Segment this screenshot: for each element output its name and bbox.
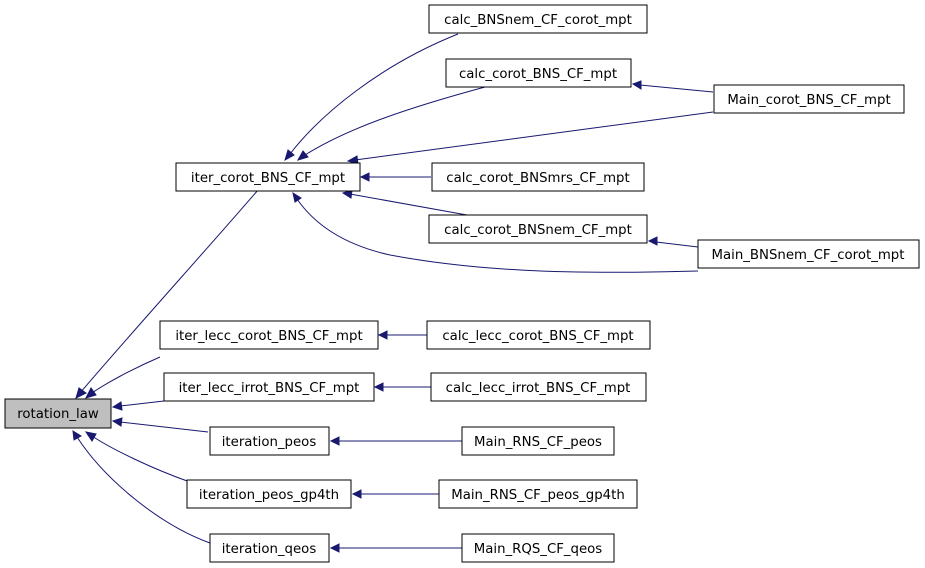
edge-main-corot-bns-to-iter-corot [346, 111, 714, 165]
node-iter-lecc-corot-bns-cf-mpt[interactable]: iter_lecc_corot_BNS_CF_mpt [159, 320, 379, 350]
edge-iter-lecc-irrot-to-rotation-law [111, 400, 165, 411]
edge-calc-corot-bnsnem-to-iter-corot [341, 189, 468, 216]
node-calc-bnsnem-cf-corot-mpt[interactable]: calc_BNSnem_CF_corot_mpt [428, 4, 648, 34]
edge-main-bnsnem-cf-corot-to-iter-corot [292, 191, 699, 273]
node-iter-corot-bns-cf-mpt[interactable]: iter_corot_BNS_CF_mpt [175, 162, 361, 192]
node-label: iteration_peos_gp4th [199, 488, 339, 503]
edge-iteration-peos-gp4th-to-rotation-law [84, 431, 191, 483]
node-label: Main_RQS_CF_qeos [474, 542, 603, 557]
node-label: Main_corot_BNS_CF_mpt [727, 93, 890, 108]
node-label: Main_RNS_CF_peos [474, 435, 602, 450]
node-main-rqs-cf-qeos[interactable]: Main_RQS_CF_qeos [461, 533, 615, 563]
edge-main-rns-cf-peos-gp4th-to-iteration-peos-gp4th [351, 489, 439, 499]
edge-main-corot-bns-to-calc-corot-bns [631, 80, 714, 93]
node-label: calc_lecc_corot_BNS_CF_mpt [442, 329, 633, 344]
node-label: iter_lecc_corot_BNS_CF_mpt [175, 329, 362, 344]
node-iteration-peos[interactable]: iteration_peos [209, 426, 330, 456]
node-main-rns-cf-peos[interactable]: Main_RNS_CF_peos [461, 426, 615, 456]
node-calc-lecc-corot-bns-cf-mpt[interactable]: calc_lecc_corot_BNS_CF_mpt [426, 320, 651, 350]
node-main-rns-cf-peos-gp4th[interactable]: Main_RNS_CF_peos_gp4th [438, 479, 638, 509]
node-label: iter_corot_BNS_CF_mpt [191, 171, 345, 186]
edge-main-rqs-cf-qeos-to-iteration-qeos [329, 543, 462, 553]
edge-calc-corot-bnsmrs-to-iter-corot [359, 172, 431, 182]
edge-main-bnsnem-cf-corot-to-calc-corot-bnsnem [647, 236, 699, 248]
edge-iter-corot-to-rotation-law [75, 189, 259, 399]
node-label: iter_lecc_irrot_BNS_CF_mpt [179, 381, 360, 396]
edge-calc-bnsnem-cf-corot-to-iter-corot [284, 33, 459, 162]
node-main-bnsnem-cf-corot-mpt[interactable]: Main_BNSnem_CF_corot_mpt [697, 239, 920, 269]
node-label: Main_BNSnem_CF_corot_mpt [712, 248, 905, 263]
node-calc-corot-bns-cf-mpt[interactable]: calc_corot_BNS_CF_mpt [445, 58, 632, 88]
node-label: calc_lecc_irrot_BNS_CF_mpt [446, 381, 631, 396]
node-iteration-qeos[interactable]: iteration_qeos [209, 533, 330, 563]
node-label: iteration_qeos [222, 542, 317, 557]
node-label: calc_corot_BNSnem_CF_mpt [444, 223, 632, 238]
edge-calc-corot-bns-to-iter-corot [296, 86, 486, 161]
edge-main-rns-cf-peos-to-iteration-peos [329, 436, 462, 446]
nodes-layer: rotation_law iter_corot_BNS_CF_mpt iter_… [4, 4, 920, 563]
edge-calc-lecc-irrot-to-iter-lecc-irrot [373, 382, 431, 392]
node-iter-lecc-irrot-bns-cf-mpt[interactable]: iter_lecc_irrot_BNS_CF_mpt [163, 372, 375, 402]
node-label: calc_corot_BNS_CF_mpt [459, 67, 617, 82]
node-calc-corot-bnsmrs-cf-mpt[interactable]: calc_corot_BNSmrs_CF_mpt [431, 162, 645, 192]
edge-calc-lecc-corot-to-iter-lecc-corot [377, 330, 427, 340]
node-label: calc_corot_BNSmrs_CF_mpt [446, 171, 629, 186]
edges-layer [72, 33, 714, 553]
edge-iteration-peos-to-rotation-law [111, 417, 209, 433]
node-main-corot-bns-cf-mpt[interactable]: Main_corot_BNS_CF_mpt [713, 84, 905, 114]
node-calc-lecc-irrot-bns-cf-mpt[interactable]: calc_lecc_irrot_BNS_CF_mpt [430, 372, 647, 402]
node-rotation-law[interactable]: rotation_law [4, 398, 112, 429]
node-label: calc_BNSnem_CF_corot_mpt [444, 13, 632, 28]
node-iteration-peos-gp4th[interactable]: iteration_peos_gp4th [186, 479, 352, 509]
node-label: iteration_peos [222, 435, 317, 450]
node-label: rotation_law [17, 407, 99, 422]
node-calc-corot-bnsnem-cf-mpt[interactable]: calc_corot_BNSnem_CF_mpt [428, 214, 648, 244]
edge-iter-lecc-corot-to-rotation-law [85, 356, 161, 399]
node-label: Main_RNS_CF_peos_gp4th [451, 488, 625, 503]
edge-iteration-qeos-to-rotation-law [72, 430, 211, 544]
